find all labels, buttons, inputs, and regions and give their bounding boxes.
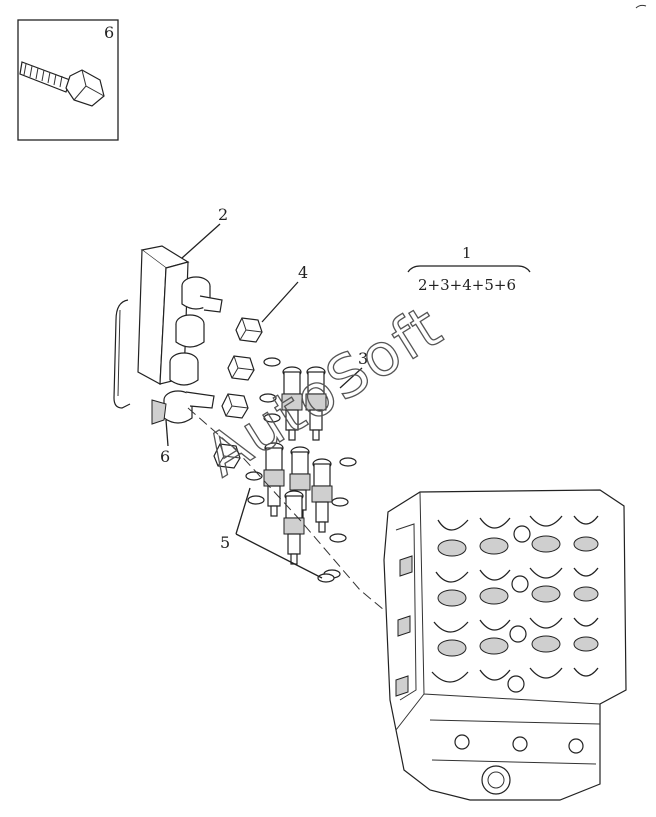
cam-seal-bore: [481, 765, 511, 795]
rail-bracket-upper: [199, 295, 223, 313]
inset-label: 6: [104, 23, 114, 42]
rail-bracket-lower: [185, 391, 215, 409]
callout-clip: 4: [298, 263, 308, 282]
lifter-bores: [437, 535, 599, 657]
bolt-icon: [19, 61, 105, 107]
plug-wells: [507, 525, 531, 693]
assembly-number: 1: [462, 244, 472, 262]
inset-frame: [17, 19, 119, 141]
bolt-inset: 6: [17, 19, 119, 141]
assembly-formula: 1 2+3+4+5+6: [407, 244, 531, 294]
injector-clips: [213, 317, 263, 469]
o-rings: [245, 357, 357, 583]
leader-lines: [165, 223, 421, 641]
callout-bolt: 6: [160, 447, 170, 466]
callout-rail: 2: [218, 205, 228, 224]
assembly-components: 2+3+4+5+6: [418, 276, 516, 294]
callout-injector: 3: [358, 349, 368, 368]
cylinder-head: [383, 489, 627, 801]
corner-mark: [635, 4, 647, 9]
assembly-brace: [407, 265, 531, 273]
rail-cups: [163, 276, 211, 424]
rail-bolt-head: [151, 399, 167, 425]
callout-oring: 5: [220, 533, 230, 552]
injectors: [263, 366, 333, 565]
cam-saddles: [431, 515, 599, 683]
fuel-rail: [113, 245, 223, 425]
